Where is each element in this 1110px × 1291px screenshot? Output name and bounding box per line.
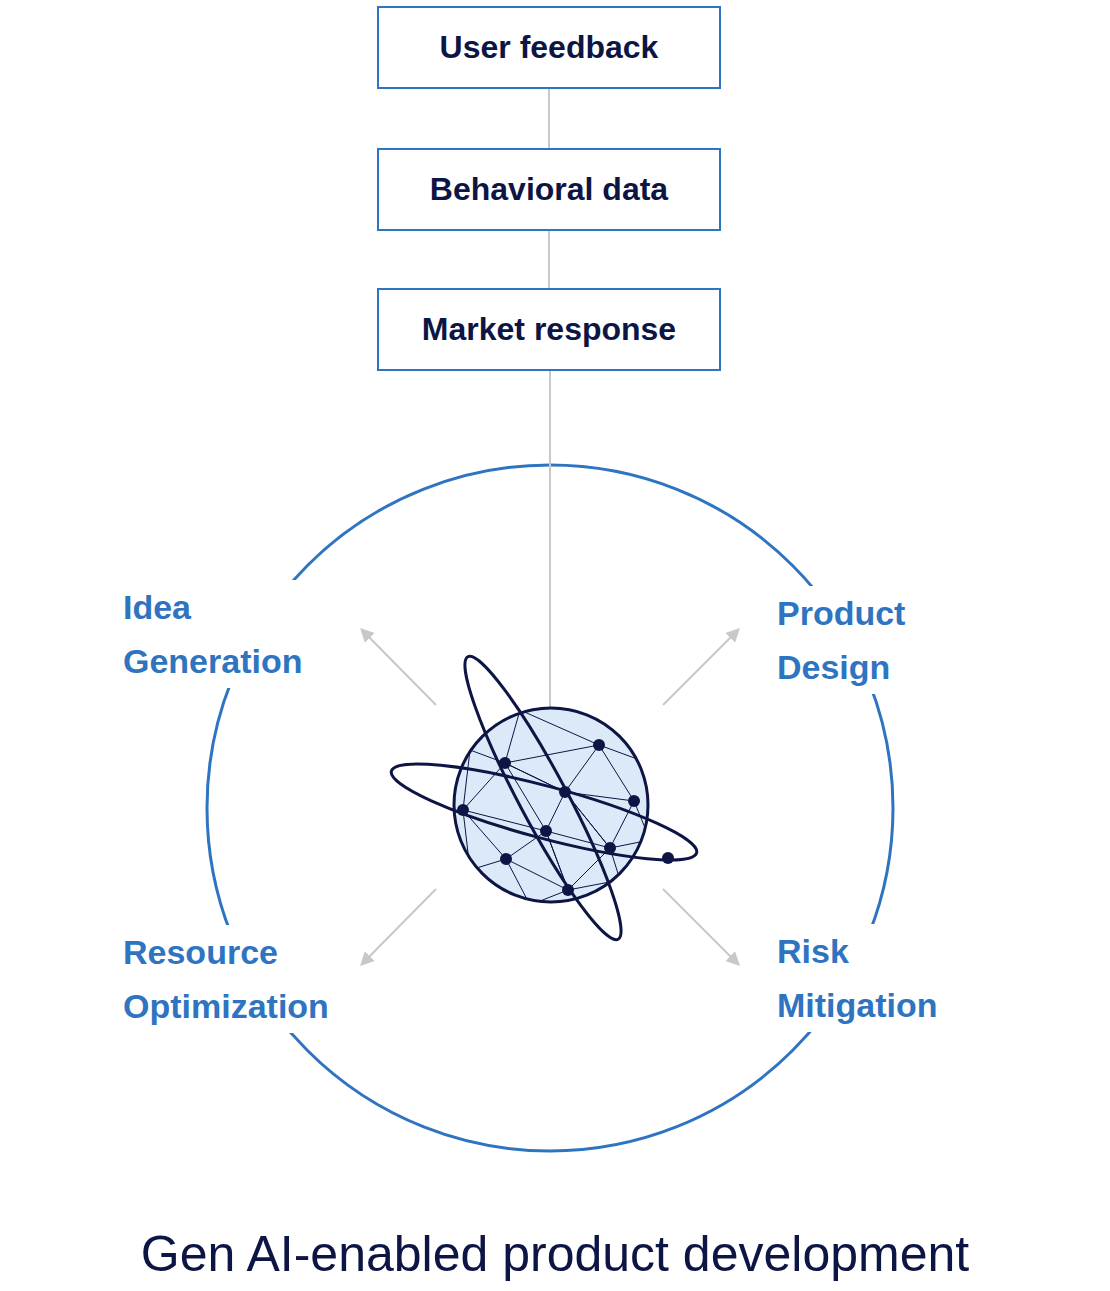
ai-globe <box>385 645 704 950</box>
stage-label: Risk Mitigation <box>771 924 944 1032</box>
direction-arrows <box>362 630 738 964</box>
process-box: Behavioral data <box>377 148 721 231</box>
caption: Gen AI-enabled product development <box>0 1225 1110 1283</box>
box-text: User feedback <box>440 29 659 66</box>
box-text: Market response <box>422 311 676 348</box>
stage-label: Resource Optimization <box>117 925 335 1033</box>
stage-label: Product Design <box>771 586 911 694</box>
process-box: Market response <box>377 288 721 371</box>
stage-label: Idea Generation <box>117 580 308 688</box>
connector <box>548 231 550 288</box>
box-text: Behavioral data <box>430 171 668 208</box>
connector <box>548 89 550 148</box>
feed-line <box>549 371 551 708</box>
process-box: User feedback <box>377 6 721 89</box>
